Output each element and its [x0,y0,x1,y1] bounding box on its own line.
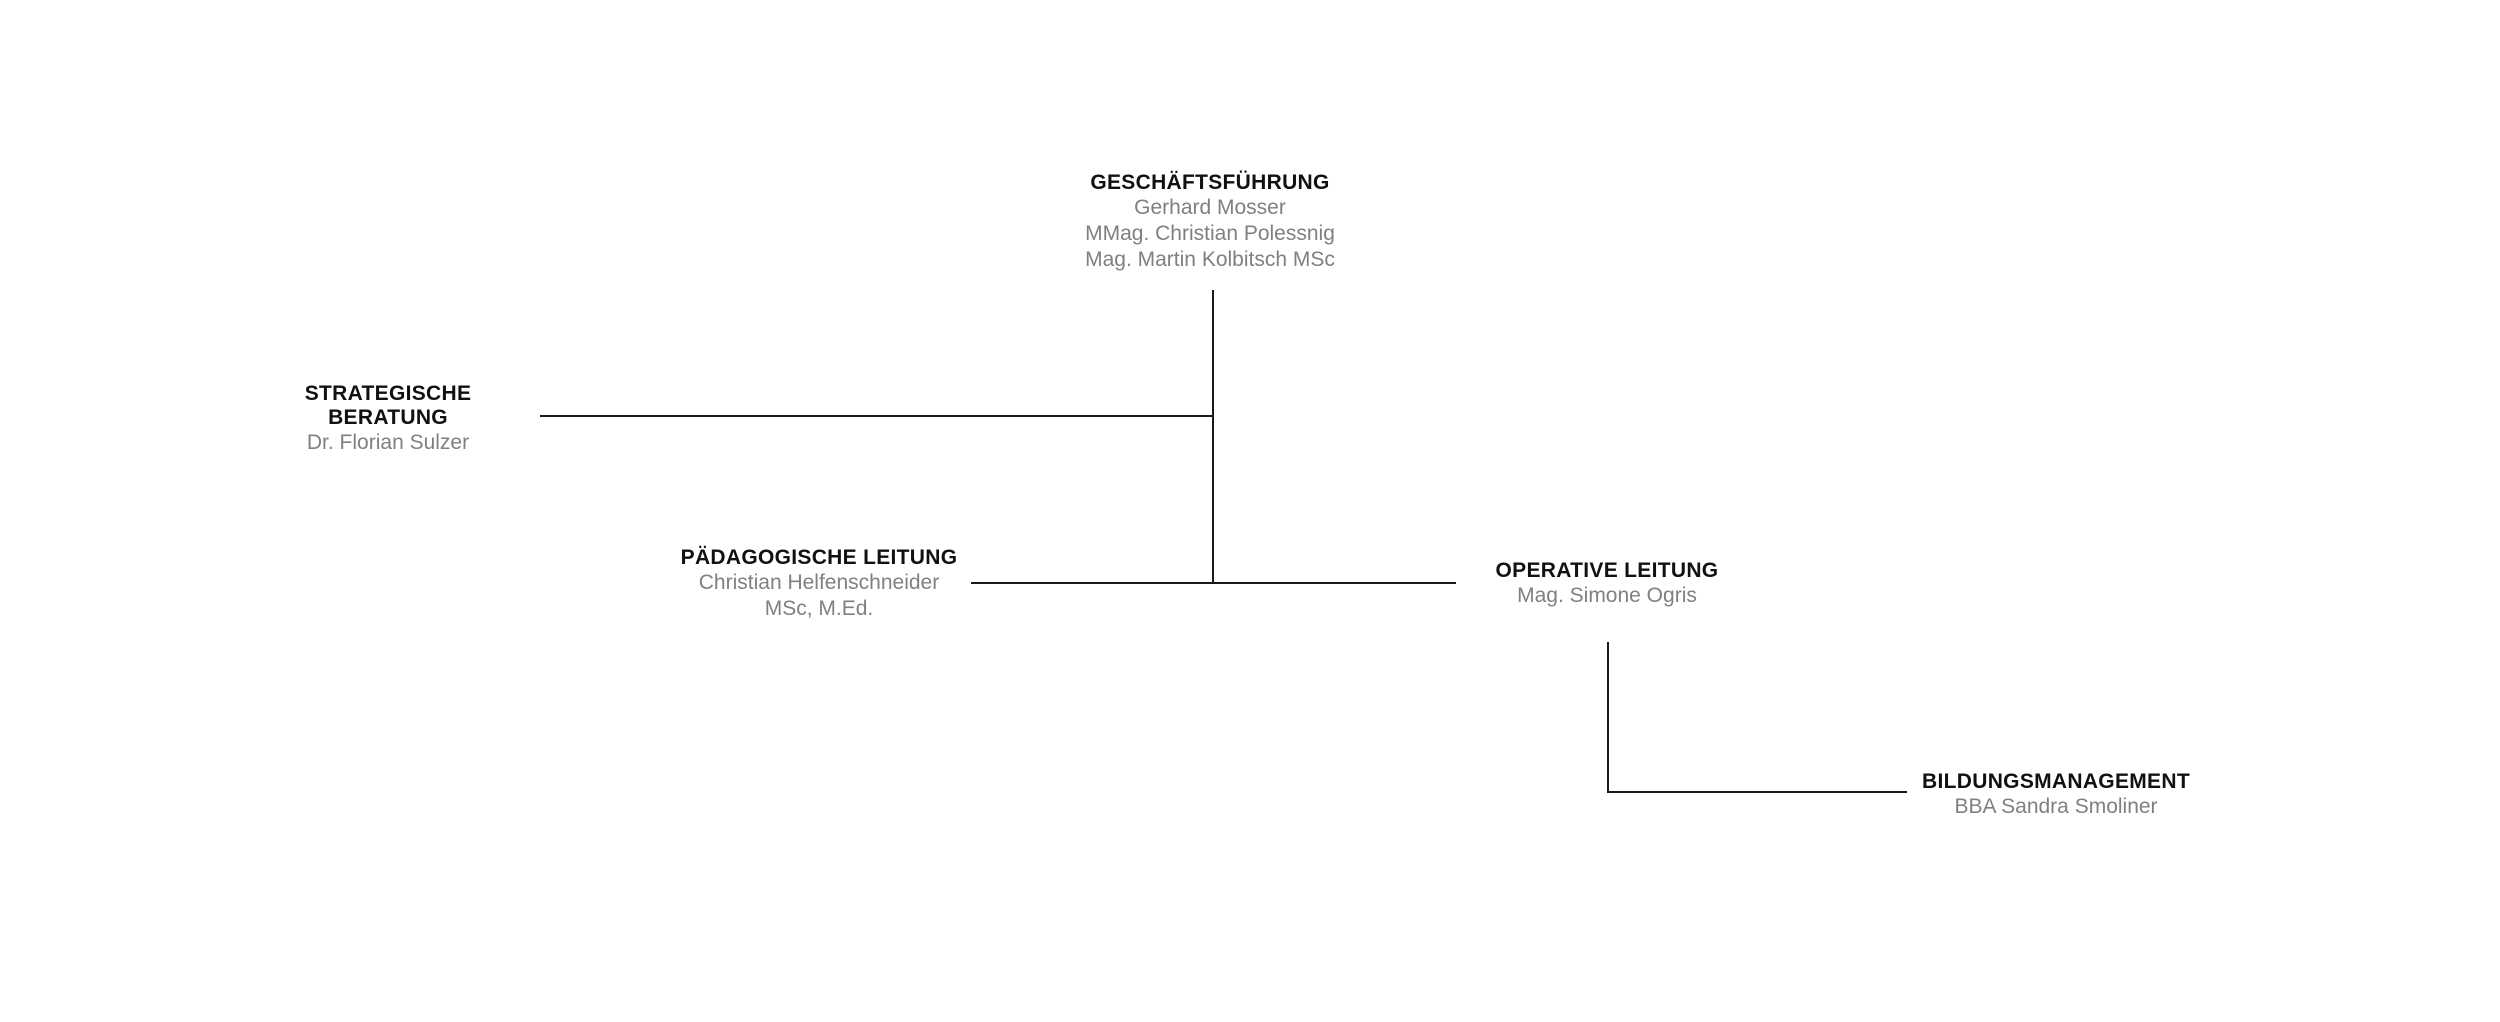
connector-education-branch [1607,791,1907,793]
node-pedagogic-person: MSc, M.Ed. [764,597,874,620]
node-management-person: MMag. Christian Polessnig [1085,222,1335,245]
node-education-title: BILDUNGSMANAGEMENT [1922,770,2190,793]
node-pedagogic-person: Christian Helfenschneider [698,571,940,594]
connector-management-trunk [1212,290,1214,584]
node-strategic: STRATEGISCHE BERATUNG Dr. Florian Sulzer [305,382,472,456]
node-pedagogic-title: PÄDAGOGISCHE LEITUNG [680,546,958,569]
node-strategic-title: STRATEGISCHE [304,382,472,405]
connector-strategic-branch [540,415,1214,417]
node-operative-person: Mag. Simone Ogris [1517,584,1697,607]
node-strategic-title: BERATUNG [328,406,448,429]
node-strategic-person: Dr. Florian Sulzer [306,431,470,454]
node-management-title: GESCHÄFTSFÜHRUNG [1090,171,1330,194]
node-management-person: Mag. Martin Kolbitsch MSc [1085,248,1335,271]
connector-operative-trunk [1607,642,1609,792]
node-education: BILDUNGSMANAGEMENT BBA Sandra Smoliner [1922,769,2190,820]
node-operative: OPERATIVE LEITUNG Mag. Simone Ogris [1496,558,1719,609]
node-pedagogic: PÄDAGOGISCHE LEITUNG Christian Helfensch… [681,545,958,622]
connector-pedagogic-operative-branch [971,582,1456,584]
node-management-person: Gerhard Mosser [1134,196,1286,219]
node-management: GESCHÄFTSFÜHRUNG Gerhard Mosser MMag. Ch… [1085,170,1335,273]
node-operative-title: OPERATIVE LEITUNG [1495,559,1719,582]
node-education-person: BBA Sandra Smoliner [1954,795,2158,818]
